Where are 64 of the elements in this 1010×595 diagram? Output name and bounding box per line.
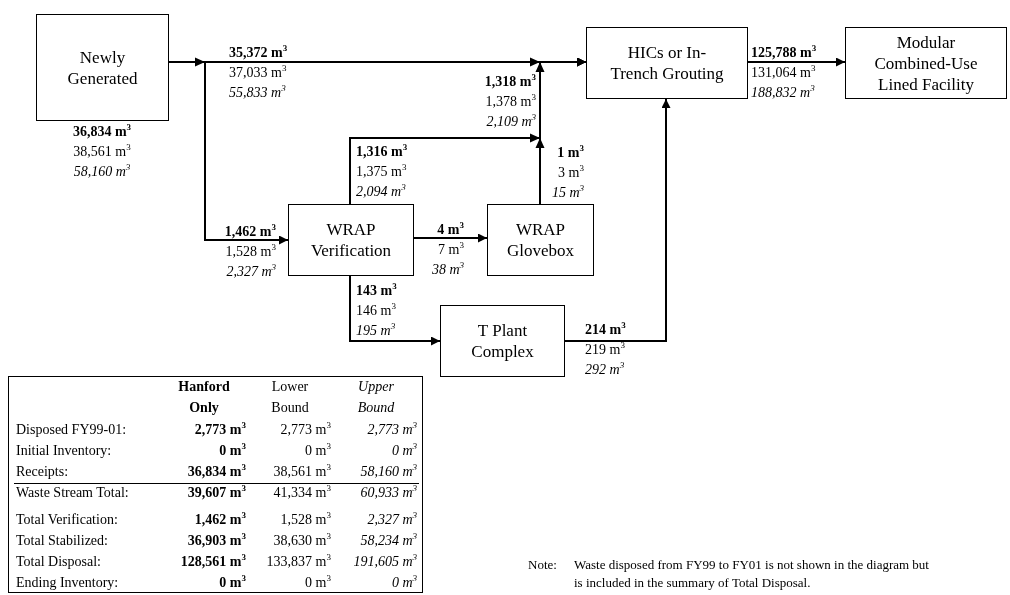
volume-value: 58,160 m$^{3}$ (359, 461, 417, 481)
flow-volume-label: 1,316 m$^{3}$ 1,375 m$^{3}$ 2,094 m$^{3}$ (356, 142, 408, 201)
row-label: Disposed FY99-01: (16, 421, 128, 439)
volume-value: 1,462 m$^{3}$ (193, 509, 246, 529)
flow-arrow (413, 233, 488, 243)
volume-value: 2,773 m$^{3}$ (193, 419, 246, 439)
volume-value: 0 m$^{3}$ (304, 572, 331, 592)
volume-value: 2,773 m$^{3}$ (279, 419, 331, 439)
row-label: Waste Stream Total: (16, 484, 130, 502)
flow-volume-label: 1,318 m$^{3}$ 1,378 m$^{3}$ 2,109 m$^{3}$ (483, 72, 536, 131)
process-box (36, 14, 169, 121)
flow-volume-label: 1,462 m$^{3}$ 1,528 m$^{3}$ 2,327 m$^{3}$ (223, 222, 276, 281)
volume-value: 60,933 m$^{3}$ (359, 482, 417, 502)
flow-arrow (349, 275, 441, 346)
volume-value: 133,837 m$^{3}$ (265, 551, 331, 571)
row-label: Total Stabilized: (16, 532, 109, 550)
volume-value: 0 m$^{3}$ (390, 440, 417, 460)
volume-value: 2,327 m$^{3}$ (366, 509, 417, 529)
volume-value: 0 m$^{3}$ (218, 440, 246, 460)
volume-value: 0 m$^{3}$ (390, 572, 417, 592)
volume-value: 58,234 m$^{3}$ (359, 530, 417, 550)
flow-volume-label: 143 m$^{3}$ 146 m$^{3}$ 195 m$^{3}$ (356, 281, 397, 340)
process-box (487, 204, 594, 276)
flow-arrow (539, 57, 587, 205)
row-label: Total Verification: (16, 511, 119, 529)
process-box (586, 27, 748, 99)
volume-value: 39,607 m$^{3}$ (186, 482, 246, 502)
column-header: Upper Bound (356, 378, 396, 417)
volume-value: 36,834 m$^{3}$ (186, 461, 246, 481)
box-label: T Plant Complex (471, 320, 534, 362)
box-label: Newly Generated (66, 46, 139, 89)
box-label: Modular Combined-Use Lined Facility (873, 31, 979, 95)
row-label: Ending Inventory: (16, 574, 120, 592)
flow-volume-label: 35,372 m$^{3}$ 37,033 m$^{3}$ 55,833 m$^{3}$ (229, 43, 288, 102)
process-box (440, 305, 565, 377)
column-header: Lower Bound (270, 378, 310, 417)
flow-volume-label: 4 m$^{3}$ 7 m$^{3}$ 38 m$^{3}$ (430, 220, 464, 279)
process-box (288, 204, 414, 276)
note-text: Waste disposed from FY99 to FY01 is not shown in the diagram but is included in the summary of Total Disposal. (574, 556, 930, 592)
volume-value: 191,605 m$^{3}$ (352, 551, 417, 571)
flow-arrow (564, 98, 671, 342)
volume-value: 0 m$^{3}$ (218, 572, 246, 592)
row-label: Initial Inventory: (16, 442, 113, 460)
volume-value: 1,528 m$^{3}$ (279, 509, 331, 529)
column-header: Hanford Only (177, 378, 231, 417)
volume-value: 128,561 m$^{3}$ (179, 551, 246, 571)
volume-value: 41,334 m$^{3}$ (272, 482, 331, 502)
process-box (845, 27, 1007, 99)
box-label: WRAP Glovebox (505, 219, 575, 261)
flow-arrow (747, 57, 846, 67)
flow-volume-label: 214 m$^{3}$ 219 m$^{3}$ 292 m$^{3}$ (585, 320, 626, 379)
row-label: Receipts: (16, 463, 70, 481)
note-label: Note: (528, 556, 558, 574)
flow-volume-label: 1 m$^{3}$ 3 m$^{3}$ 15 m$^{3}$ (550, 143, 584, 202)
volume-value: 2,773 m$^{3}$ (366, 419, 417, 439)
volume-value: 0 m$^{3}$ (304, 440, 331, 460)
flow-volume-label: 125,788 m$^{3}$ 131,064 m$^{3}$ 188,832 m$^{3}$ (751, 43, 817, 102)
box-label: HICs or In-Trench Grouting (609, 42, 725, 84)
row-label: Total Disposal: (16, 553, 102, 571)
volume-value: 38,561 m$^{3}$ (272, 461, 331, 481)
volume-value: 38,630 m$^{3}$ (272, 530, 331, 550)
volume-value: 36,903 m$^{3}$ (186, 530, 246, 550)
box-label: WRAP Verification (309, 219, 393, 261)
volume-label: 36,834 m$^{3}$ 38,561 m$^{3}$ 58,160 m$^{3}$ (71, 122, 133, 181)
